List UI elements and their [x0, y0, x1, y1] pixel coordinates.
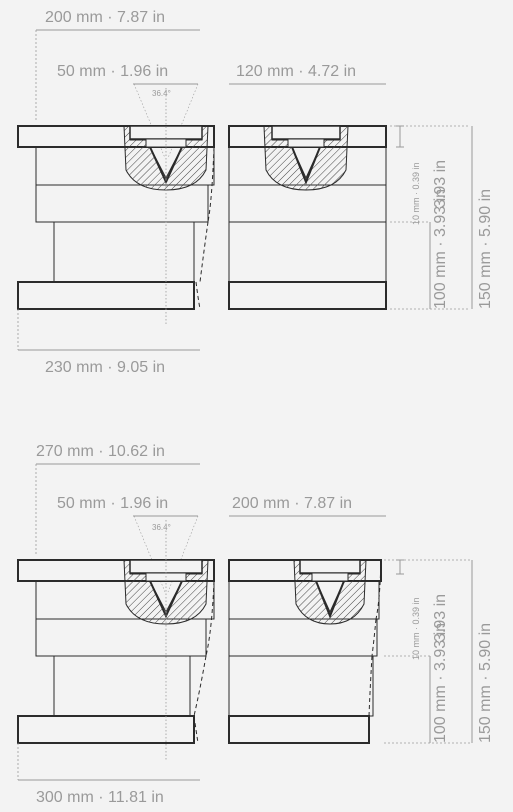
top-width-label: 200 mm · 7.87 in [45, 9, 165, 26]
top-right-base-plate [228, 281, 387, 310]
bottom-left-middle-block [35, 618, 207, 657]
top-lower-height-label: 100 mm · 3.93 in [432, 189, 449, 309]
bottom-plate-thickness-label: 10 mm · 0.39 in [411, 597, 421, 660]
top-nozzle-width-label: 50 mm · 1.96 in [57, 63, 168, 80]
bottom-right-column [228, 655, 374, 717]
bottom-angle-label: 36.4° [152, 523, 171, 532]
top-left-base-plate [17, 281, 195, 310]
bottom-right-taper [368, 559, 382, 717]
bottom-left-nozzle-hatch [123, 559, 209, 625]
bottom-right-base-plate [228, 715, 370, 744]
top-left-nozzle-neck [145, 138, 187, 148]
bottom-bottom-width-label: 300 mm · 11.81 in [36, 789, 164, 806]
top-bottom-width-label: 230 mm · 9.05 in [45, 359, 165, 376]
top-upper-height-label: 3.93 in [432, 160, 449, 208]
top-left-middle-block [35, 184, 209, 223]
bottom-left-base-plate [17, 715, 195, 744]
bottom-lower-height-label: 100 mm · 3.93 in [432, 623, 449, 743]
top-left-nozzle-hatch [123, 125, 209, 191]
bottom-right-width-label: 200 mm · 7.87 in [232, 495, 352, 512]
top-left-nozzle-tip [149, 146, 183, 185]
bottom-right-nozzle-neck [311, 572, 349, 582]
top-right-nozzle-tip [291, 146, 321, 185]
top-left-taper [195, 146, 215, 310]
top-right-column [228, 221, 387, 283]
bottom-total-height-label: 150 mm · 5.90 in [477, 623, 494, 743]
top-total-height-label: 150 mm · 5.90 in [477, 189, 494, 309]
top-left-column [53, 221, 195, 283]
bottom-upper-height-label: 3.93 in [432, 594, 449, 642]
bottom-diagram: 270 mm · 10.62 in 50 mm · 1.96 in 36.4° … [17, 443, 494, 806]
top-right-nozzle-neck [287, 138, 325, 148]
top-plate-thickness-label: 10 mm · 0.39 in [411, 162, 421, 225]
bottom-left-taper [193, 580, 215, 744]
bottom-right-nozzle-cap [299, 559, 361, 574]
bottom-right-middle-block [228, 618, 378, 657]
top-diagram: 200 mm · 7.87 in 50 mm · 1.96 in 36.4° 1… [17, 9, 494, 376]
top-right-width-label: 120 mm · 4.72 in [236, 63, 356, 80]
bottom-nozzle-width-label: 50 mm · 1.96 in [57, 495, 168, 512]
bottom-right-nozzle-tip [315, 580, 345, 619]
top-right-middle-block [228, 184, 387, 223]
top-right-nozzle-cap [271, 125, 341, 140]
bottom-width-top-label: 270 mm · 10.62 in [36, 443, 165, 460]
bottom-left-column [53, 655, 191, 717]
top-angle-label: 36.4° [152, 89, 171, 98]
